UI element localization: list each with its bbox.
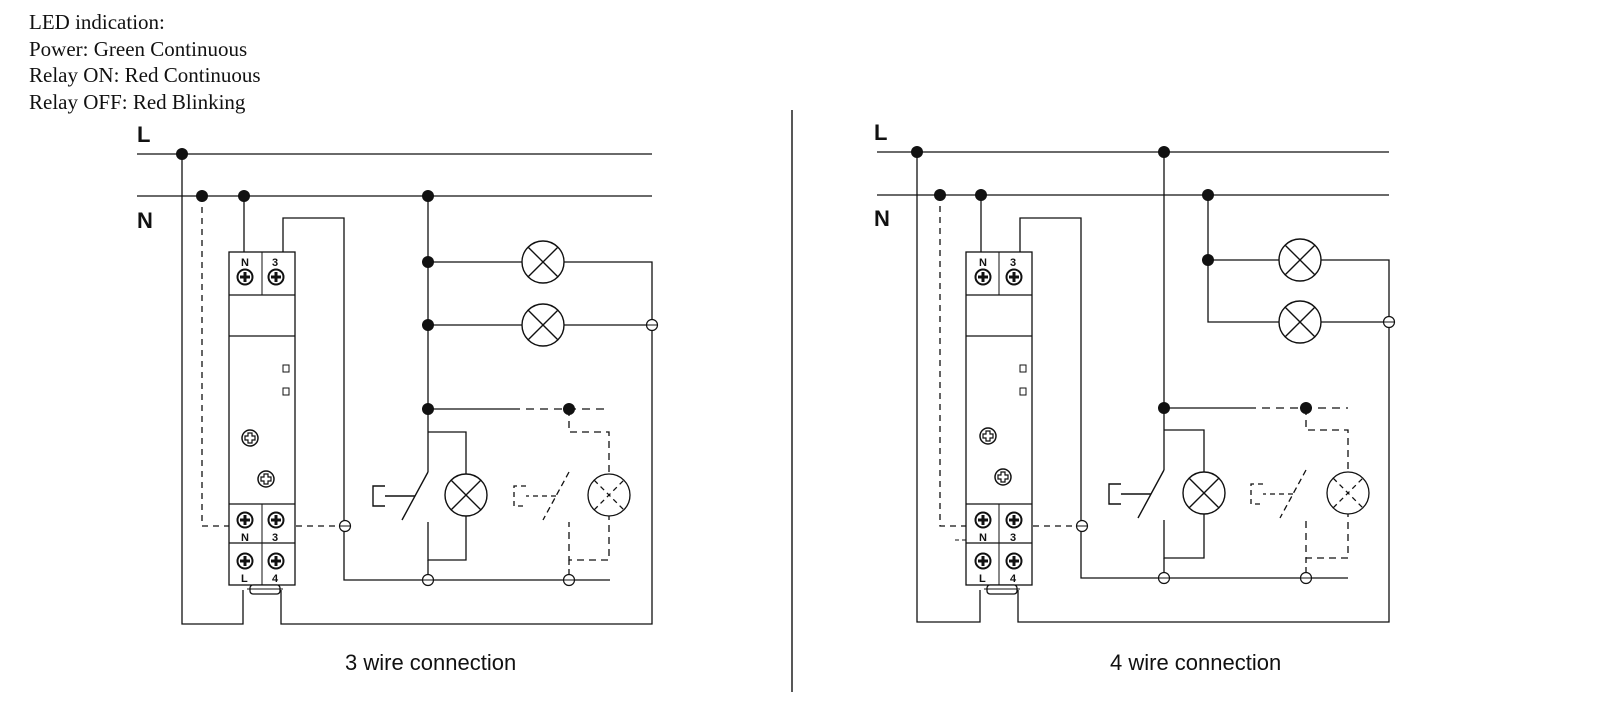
lamp-icon	[1278, 238, 1322, 282]
terminal-junction-icon	[421, 573, 435, 587]
lamp-icon	[1278, 300, 1322, 344]
optional-lamp-icon	[1326, 471, 1370, 515]
lamp-icon	[444, 473, 488, 517]
diagram-4-wire	[877, 151, 1390, 623]
terminal-junction-icon	[1382, 315, 1396, 329]
terminal-junction-icon	[1299, 571, 1313, 585]
optional-push-button-icon	[513, 471, 570, 521]
terminal-junction-icon	[645, 318, 659, 332]
line-label: L	[137, 122, 150, 147]
lamp-icon	[521, 240, 565, 284]
push-button-icon	[1108, 469, 1165, 519]
diagram-3-wire	[137, 153, 653, 625]
terminal-label: N	[241, 532, 249, 544]
terminal-label: 4	[1010, 573, 1017, 585]
terminal-screw-icon	[267, 552, 285, 570]
caption-3-wire: 3 wire connection	[345, 650, 517, 675]
terminal-screw-icon	[1005, 268, 1023, 286]
terminal-junction-icon	[338, 519, 352, 533]
terminal-screw-icon	[974, 511, 992, 529]
optional-lamp-icon	[587, 473, 631, 517]
terminal-label: 4	[272, 573, 279, 585]
terminal-screw-icon	[236, 511, 254, 529]
adjustment-knob-icon	[979, 427, 997, 445]
led-indication-legend: LED indication: Power: Green Continuous …	[29, 9, 261, 115]
adjustment-knob-icon	[241, 429, 259, 447]
terminal-junction-icon	[1157, 571, 1171, 585]
adjustment-knob-icon	[994, 468, 1012, 486]
relay-module-3-wire	[228, 251, 296, 595]
terminal-label: 3	[1010, 257, 1016, 269]
terminal-label: L	[241, 573, 248, 585]
caption-4-wire: 4 wire connection	[1110, 650, 1282, 675]
legend-relay-on: Relay ON: Red Continuous	[29, 63, 261, 87]
terminal-screw-icon	[267, 511, 285, 529]
neutral-label: N	[137, 208, 153, 233]
terminal-screw-icon	[1005, 552, 1023, 570]
legend-heading: LED indication:	[29, 10, 165, 34]
terminal-label: L	[979, 573, 986, 585]
line-label: L	[874, 120, 887, 145]
terminal-label: 3	[272, 257, 278, 269]
terminal-screw-icon	[236, 268, 254, 286]
terminal-label: 3	[1010, 532, 1016, 544]
terminal-screw-icon	[1005, 511, 1023, 529]
terminal-screw-icon	[974, 552, 992, 570]
terminal-label: N	[979, 257, 987, 269]
terminal-label: N	[241, 257, 249, 269]
terminal-screw-icon	[974, 268, 992, 286]
junctions-3-wire	[176, 148, 575, 415]
terminal-junction-icon	[1075, 519, 1089, 533]
lamp-icon	[1182, 471, 1226, 515]
legend-relay-off: Relay OFF: Red Blinking	[29, 89, 246, 114]
relay-module-4-wire	[955, 251, 1033, 595]
push-button-icon	[372, 471, 429, 521]
terminal-screw-icon	[236, 552, 254, 570]
optional-push-button-icon	[1250, 469, 1307, 519]
lamp-icon	[521, 303, 565, 347]
junctions-4-wire	[911, 146, 1312, 414]
legend-power: Power: Green Continuous	[29, 36, 248, 61]
terminal-screw-icon	[267, 268, 285, 286]
terminal-label: N	[979, 532, 987, 544]
terminal-label: 3	[272, 532, 278, 544]
adjustment-knob-icon	[257, 470, 275, 488]
terminal-junction-icon	[562, 573, 576, 587]
neutral-label: N	[874, 206, 890, 231]
